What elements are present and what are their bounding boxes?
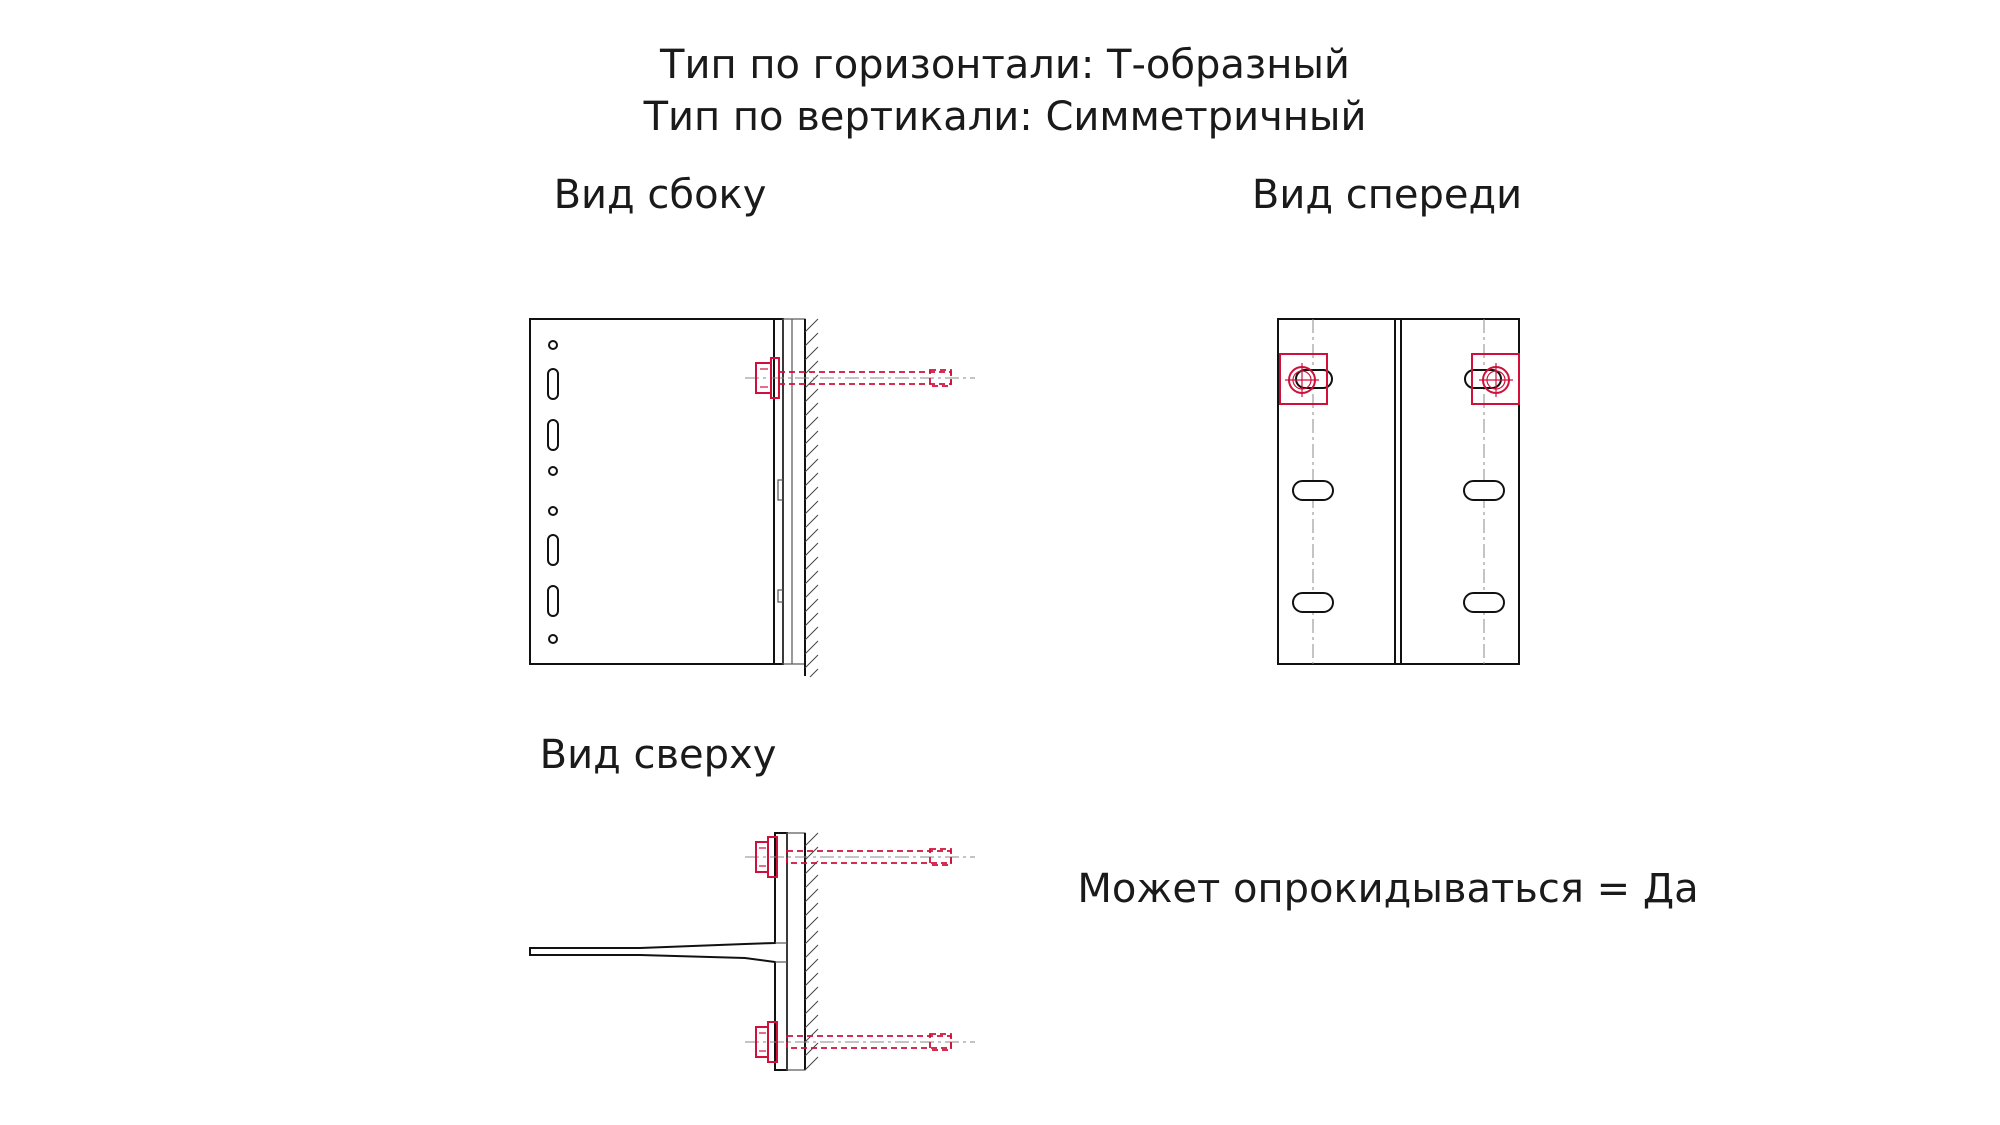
- side-view-anchor: [745, 357, 975, 399]
- top-view: [529, 832, 975, 1071]
- top-view-anchor-upper: [745, 836, 975, 878]
- front-view-outline: [1277, 318, 1520, 665]
- front-view-anchor-left: [1279, 353, 1328, 405]
- side-view: [529, 318, 975, 678]
- front-view-slots: [1292, 369, 1505, 613]
- top-view-wall-hatching: [804, 832, 819, 1071]
- top-view-base-strip: [786, 832, 806, 1071]
- overturn-note: Может опрокидываться = Да: [1077, 866, 1698, 912]
- front-view: [1277, 318, 1520, 665]
- side-view-wall-hatching: [804, 318, 819, 678]
- front-view-title: Вид спереди: [1252, 172, 1522, 218]
- header-horizontal-type: Тип по горизонтали: Т-образный: [659, 42, 1350, 88]
- side-view-plate: [529, 318, 784, 665]
- top-view-profile: [529, 832, 788, 1071]
- side-view-base-strip: [782, 318, 806, 665]
- top-view-title: Вид сверху: [540, 732, 777, 778]
- header-vertical-type: Тип по вертикали: Симметричный: [643, 94, 1367, 140]
- top-view-anchor-lower: [745, 1021, 975, 1063]
- side-view-title: Вид сбоку: [554, 172, 767, 218]
- front-view-anchor-right: [1471, 353, 1520, 405]
- side-view-holes: [547, 340, 559, 644]
